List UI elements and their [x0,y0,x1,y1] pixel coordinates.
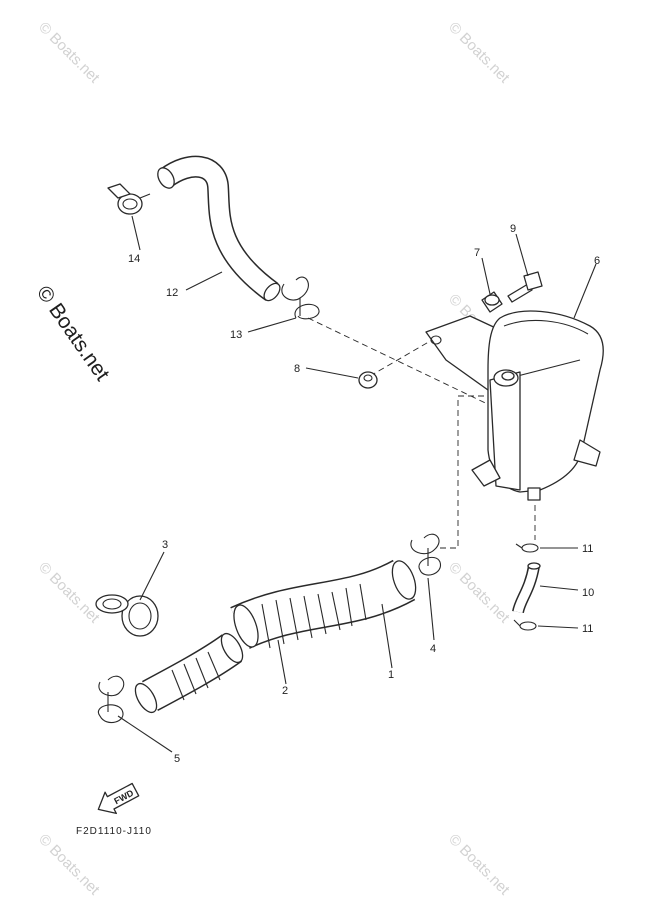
leader-lines [117,215,597,753]
callout-numbers: 1 2 3 4 5 6 7 8 9 10 11 11 12 13 14 [128,223,600,765]
part-14-clamp [107,183,151,215]
part-13-clip [281,276,320,320]
watermark-side: © Boats.net [32,282,114,385]
part-9-bolt [507,271,543,303]
part-10-small-hose [512,562,541,614]
watermark-mid-right: © Boats.net [445,559,513,627]
diagram-code: F2D1110-J110 [76,826,152,837]
part-6-silencer [425,310,604,501]
part-3-clamp [95,594,159,637]
callout-2: 2 [282,685,288,697]
part-8-grommet [358,371,378,389]
watermark-bottom-left: © Boats.net [35,831,103,899]
part-11-clip-upper [515,543,539,553]
part-1-duct [230,559,417,650]
callout-1: 1 [388,669,394,681]
part-2-elbow [134,632,244,714]
watermark-mid-left: © Boats.net [35,559,103,627]
callout-9: 9 [510,223,516,235]
watermark-bottom-right: © Boats.net [445,831,513,899]
part-5-clip [97,675,125,724]
callout-11-upper: 11 [582,543,593,555]
watermark-group: © Boats.net © Boats.net © Boats.net © Bo… [32,19,513,899]
fwd-arrow-icon: FWD [97,782,140,815]
callout-3: 3 [162,539,168,551]
part-4-clip [410,533,442,576]
assembly-lines [307,317,536,549]
watermark-top-left: © Boats.net [35,19,103,87]
callout-4: 4 [430,643,436,655]
callout-11-lower: 11 [582,623,593,635]
callout-14: 14 [128,253,140,265]
callout-6: 6 [594,255,600,267]
part-7-collar [481,291,503,313]
callout-5: 5 [174,753,180,765]
callout-7: 7 [474,247,480,259]
callout-10: 10 [582,587,594,599]
part-12-hose [157,155,281,302]
watermark-top-right: © Boats.net [445,19,513,87]
callout-8: 8 [294,363,300,375]
callout-12: 12 [166,287,178,299]
callout-13: 13 [230,329,242,341]
part-11-clip-lower [513,619,537,631]
